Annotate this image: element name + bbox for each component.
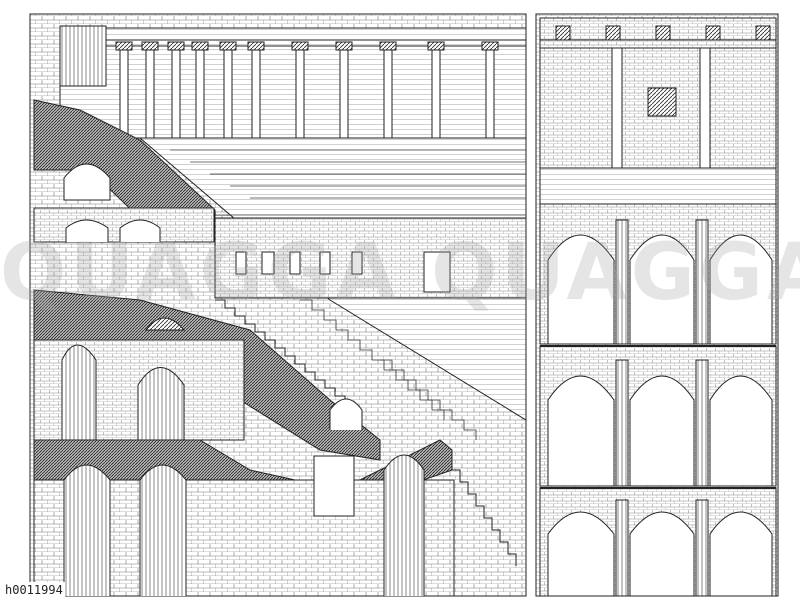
- image-id-label: h0011994: [3, 582, 65, 598]
- elevation-view: [535, 13, 779, 597]
- section-view: [29, 13, 527, 597]
